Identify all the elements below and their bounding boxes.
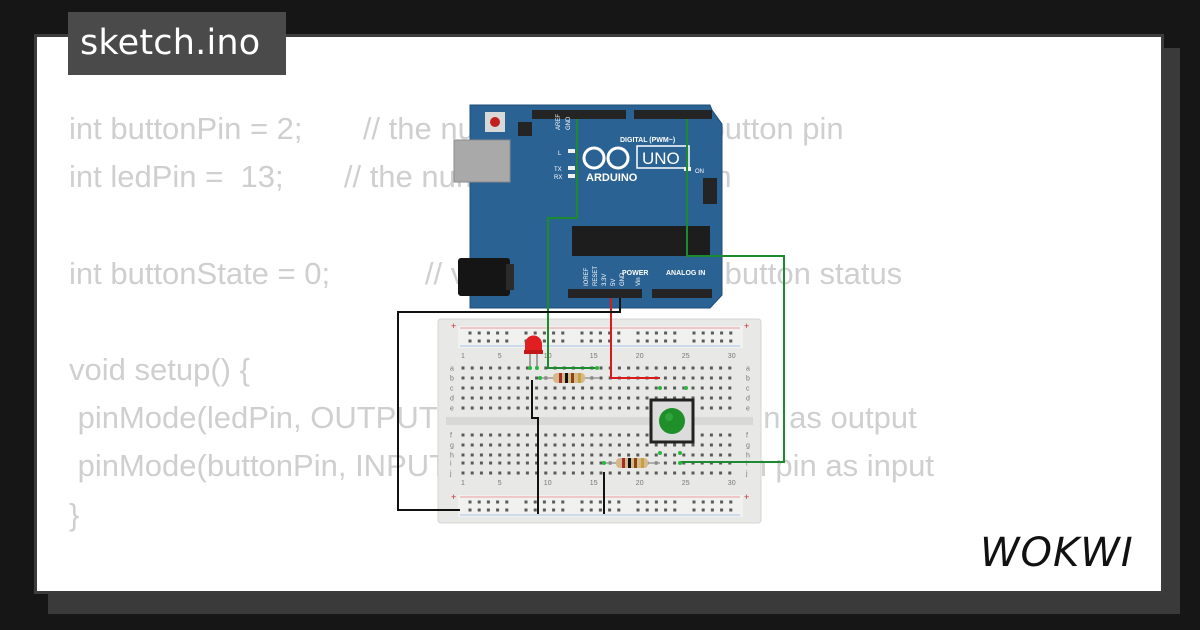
rail-plus-label-bottom: + [451, 492, 456, 502]
column-label: 10 [544, 480, 552, 487]
row-label: b [746, 376, 750, 383]
rx-label: RX [554, 175, 562, 181]
column-label: 20 [636, 353, 644, 360]
column-label: 15 [590, 353, 598, 360]
row-label: f [746, 433, 748, 440]
column-label: 30 [728, 353, 736, 360]
digital-header-right [634, 110, 712, 119]
aref-label: AREF [556, 114, 562, 130]
row-label: a [450, 366, 454, 373]
board-brand: ARDUINO [586, 172, 638, 184]
wokwi-logo: WOKWI [980, 530, 1134, 576]
l-led-label: L [558, 151, 562, 157]
digital-label: DIGITAL (PWM~) [620, 137, 675, 144]
row-label: i [450, 461, 452, 468]
wire-black-led [531, 380, 539, 514]
rail-plus-label-bottom-right: + [744, 492, 749, 502]
row-label: d [746, 396, 750, 403]
row-label: j [449, 471, 452, 478]
wokwi-logo-text: WOKWI [980, 530, 1134, 576]
row-label: j [745, 471, 748, 478]
column-label: 5 [498, 353, 502, 360]
column-label: 20 [636, 480, 644, 487]
arduino-logo [582, 146, 630, 170]
code-line: void loop() { [69, 587, 934, 591]
row-label: d [450, 396, 454, 403]
gnd-label-bottom: GND [620, 272, 626, 286]
board-model: UNO [642, 149, 680, 168]
rail-plus-label-right: + [744, 321, 749, 331]
analog-label: ANALOG IN [666, 270, 705, 277]
wire-green-button [680, 119, 785, 463]
row-label: b [450, 376, 454, 383]
row-label: i [746, 461, 748, 468]
code-line: } [69, 496, 80, 532]
gnd-label-top: GND [566, 116, 572, 130]
column-label: 5 [498, 480, 502, 487]
row-label: a [746, 366, 750, 373]
row-label: c [450, 386, 454, 393]
wire-green-led [547, 119, 597, 369]
red-led[interactable] [524, 335, 543, 371]
row-label: e [746, 406, 750, 413]
row-label: e [450, 406, 454, 413]
row-label: g [450, 443, 454, 450]
arduino-uno-board[interactable]: ARDUINO UNO DIGITAL (PWM~) POWER ANALOG … [453, 104, 723, 309]
vin-label: Vin [636, 277, 642, 286]
power-header [568, 289, 642, 298]
power-jack [458, 258, 510, 296]
column-label: 25 [682, 480, 690, 487]
resistor-led[interactable] [540, 373, 600, 383]
on-label: ON [695, 169, 704, 175]
power-label: POWER [622, 270, 648, 277]
tx-label: TX [554, 167, 562, 173]
row-label: g [746, 443, 750, 450]
3v3-label: 3.3V [602, 274, 608, 286]
analog-header [652, 289, 712, 298]
row-label: h [450, 453, 454, 460]
ioref-label: IOREF [584, 267, 590, 286]
row-label: h [746, 453, 750, 460]
column-label: 30 [728, 480, 736, 487]
column-label: 15 [590, 480, 598, 487]
column-label: 1 [461, 480, 465, 487]
rail-plus-label: + [451, 321, 456, 331]
row-label: c [746, 386, 750, 393]
row-label: f [450, 433, 452, 440]
file-title: sketch.ino [68, 12, 286, 75]
digital-header-left [532, 110, 626, 119]
wires [397, 119, 785, 514]
usb-port [453, 139, 511, 183]
wire-black-gnd [397, 298, 621, 511]
5v-label: 5V [611, 279, 617, 286]
pushbutton[interactable] [649, 398, 695, 444]
reset-button[interactable] [490, 117, 500, 127]
microcontroller-chip [572, 226, 710, 256]
code-line: void setup() { [69, 351, 250, 387]
column-label: 1 [461, 353, 465, 360]
connection-points [528, 366, 688, 465]
column-label: 25 [682, 353, 690, 360]
code-line [69, 539, 934, 587]
reset-label: RESET [593, 266, 599, 286]
wire-red-5v [610, 298, 660, 379]
resistor-button[interactable] [604, 458, 660, 468]
